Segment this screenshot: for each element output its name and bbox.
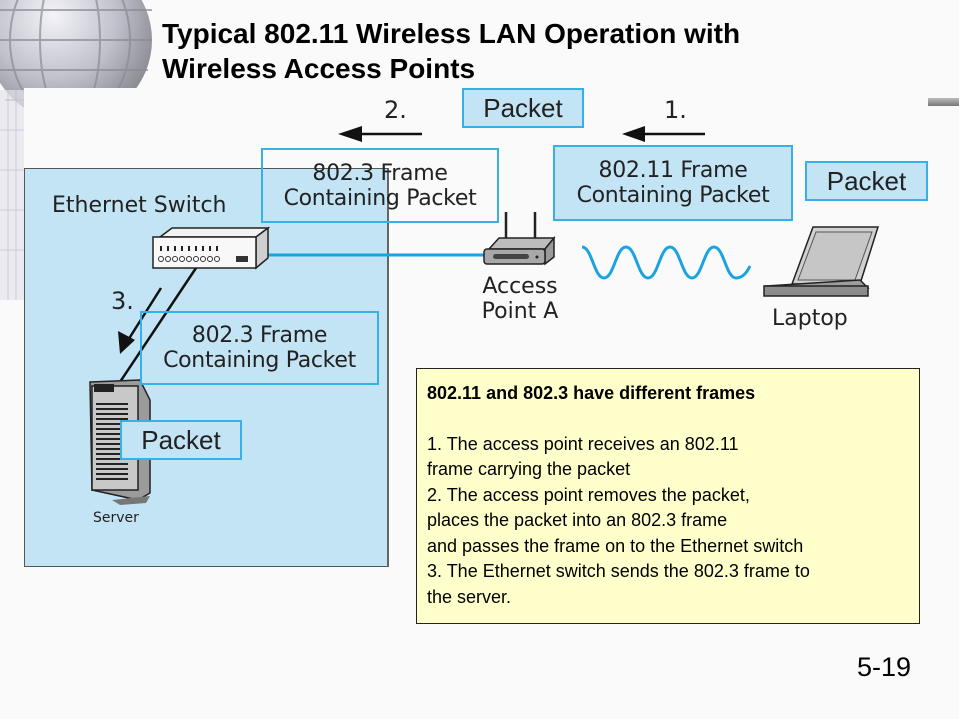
step-label-3: 3. (111, 287, 134, 315)
packet-label: Packet (141, 424, 221, 455)
laptop-label: Laptop (772, 306, 848, 331)
arrow-step-3 (118, 287, 163, 354)
frame-8023-box-top: 802.3 Frame Containing Packet (261, 148, 499, 223)
frame-8023-bottom-line1: 802.3 Frame (191, 323, 328, 348)
packet-label: Packet (826, 165, 907, 196)
frame-8023-top-line2: Containing Packet (283, 185, 477, 211)
arrow-step-1 (622, 126, 705, 142)
frame-80211-box: 802.11 Frame Containing Packet (553, 145, 793, 221)
packet-box-server: Packet (120, 420, 242, 460)
packet-label: Packet (483, 92, 563, 123)
packet-box-top: Packet (462, 88, 584, 128)
title-line-1: Typical 802.11 Wireless LAN Operation wi… (162, 18, 741, 49)
step-label-2: 2. (384, 96, 407, 124)
note-line: 1. The access point receives an 802.11 (427, 433, 739, 454)
note-heading: 802.11 and 802.3 have different frames (427, 383, 756, 403)
note-line: and passes the frame on to the Ethernet … (427, 535, 804, 556)
frame-80211-line2: Containing Packet (576, 183, 770, 208)
note-line: frame carrying the packet (427, 459, 631, 479)
frame-8023-box-bottom: 802.3 Frame Containing Packet (140, 311, 379, 385)
note-line: the server. (427, 586, 512, 607)
step-label-1: 1. (664, 96, 687, 124)
note-line: 2. The access point removes the packet, (427, 484, 750, 505)
server-label: Server (93, 510, 139, 526)
wireless-wave-icon (581, 245, 752, 280)
decorative-bar (928, 98, 959, 106)
packet-box-laptop: Packet (805, 161, 928, 201)
note-line: 3. The Ethernet switch sends the 802.3 f… (427, 561, 810, 581)
title-line-2: Wireless Access Points (162, 53, 476, 84)
frame-8023-top-line1: 802.3 Frame (312, 160, 448, 186)
access-point-label-line2: Point A (481, 299, 559, 324)
ethernet-switch-label: Ethernet Switch (52, 193, 227, 218)
access-point-label-line1: Access (482, 274, 558, 299)
frame-8023-bottom-line2: Containing Packet (163, 348, 356, 373)
note-line: places the packet into an 802.3 frame (427, 510, 728, 530)
switch-server-cable (118, 261, 202, 383)
slide-title: Typical 802.11 Wireless LAN Operation wi… (162, 16, 740, 86)
explanation-note: 802.11 and 802.3 have different frames 1… (416, 368, 920, 624)
page-number: 5-19 (857, 652, 912, 682)
arrow-step-2 (338, 126, 422, 142)
access-point-label: Access Point A (470, 274, 570, 324)
frame-80211-line1: 802.11 Frame (598, 158, 748, 183)
